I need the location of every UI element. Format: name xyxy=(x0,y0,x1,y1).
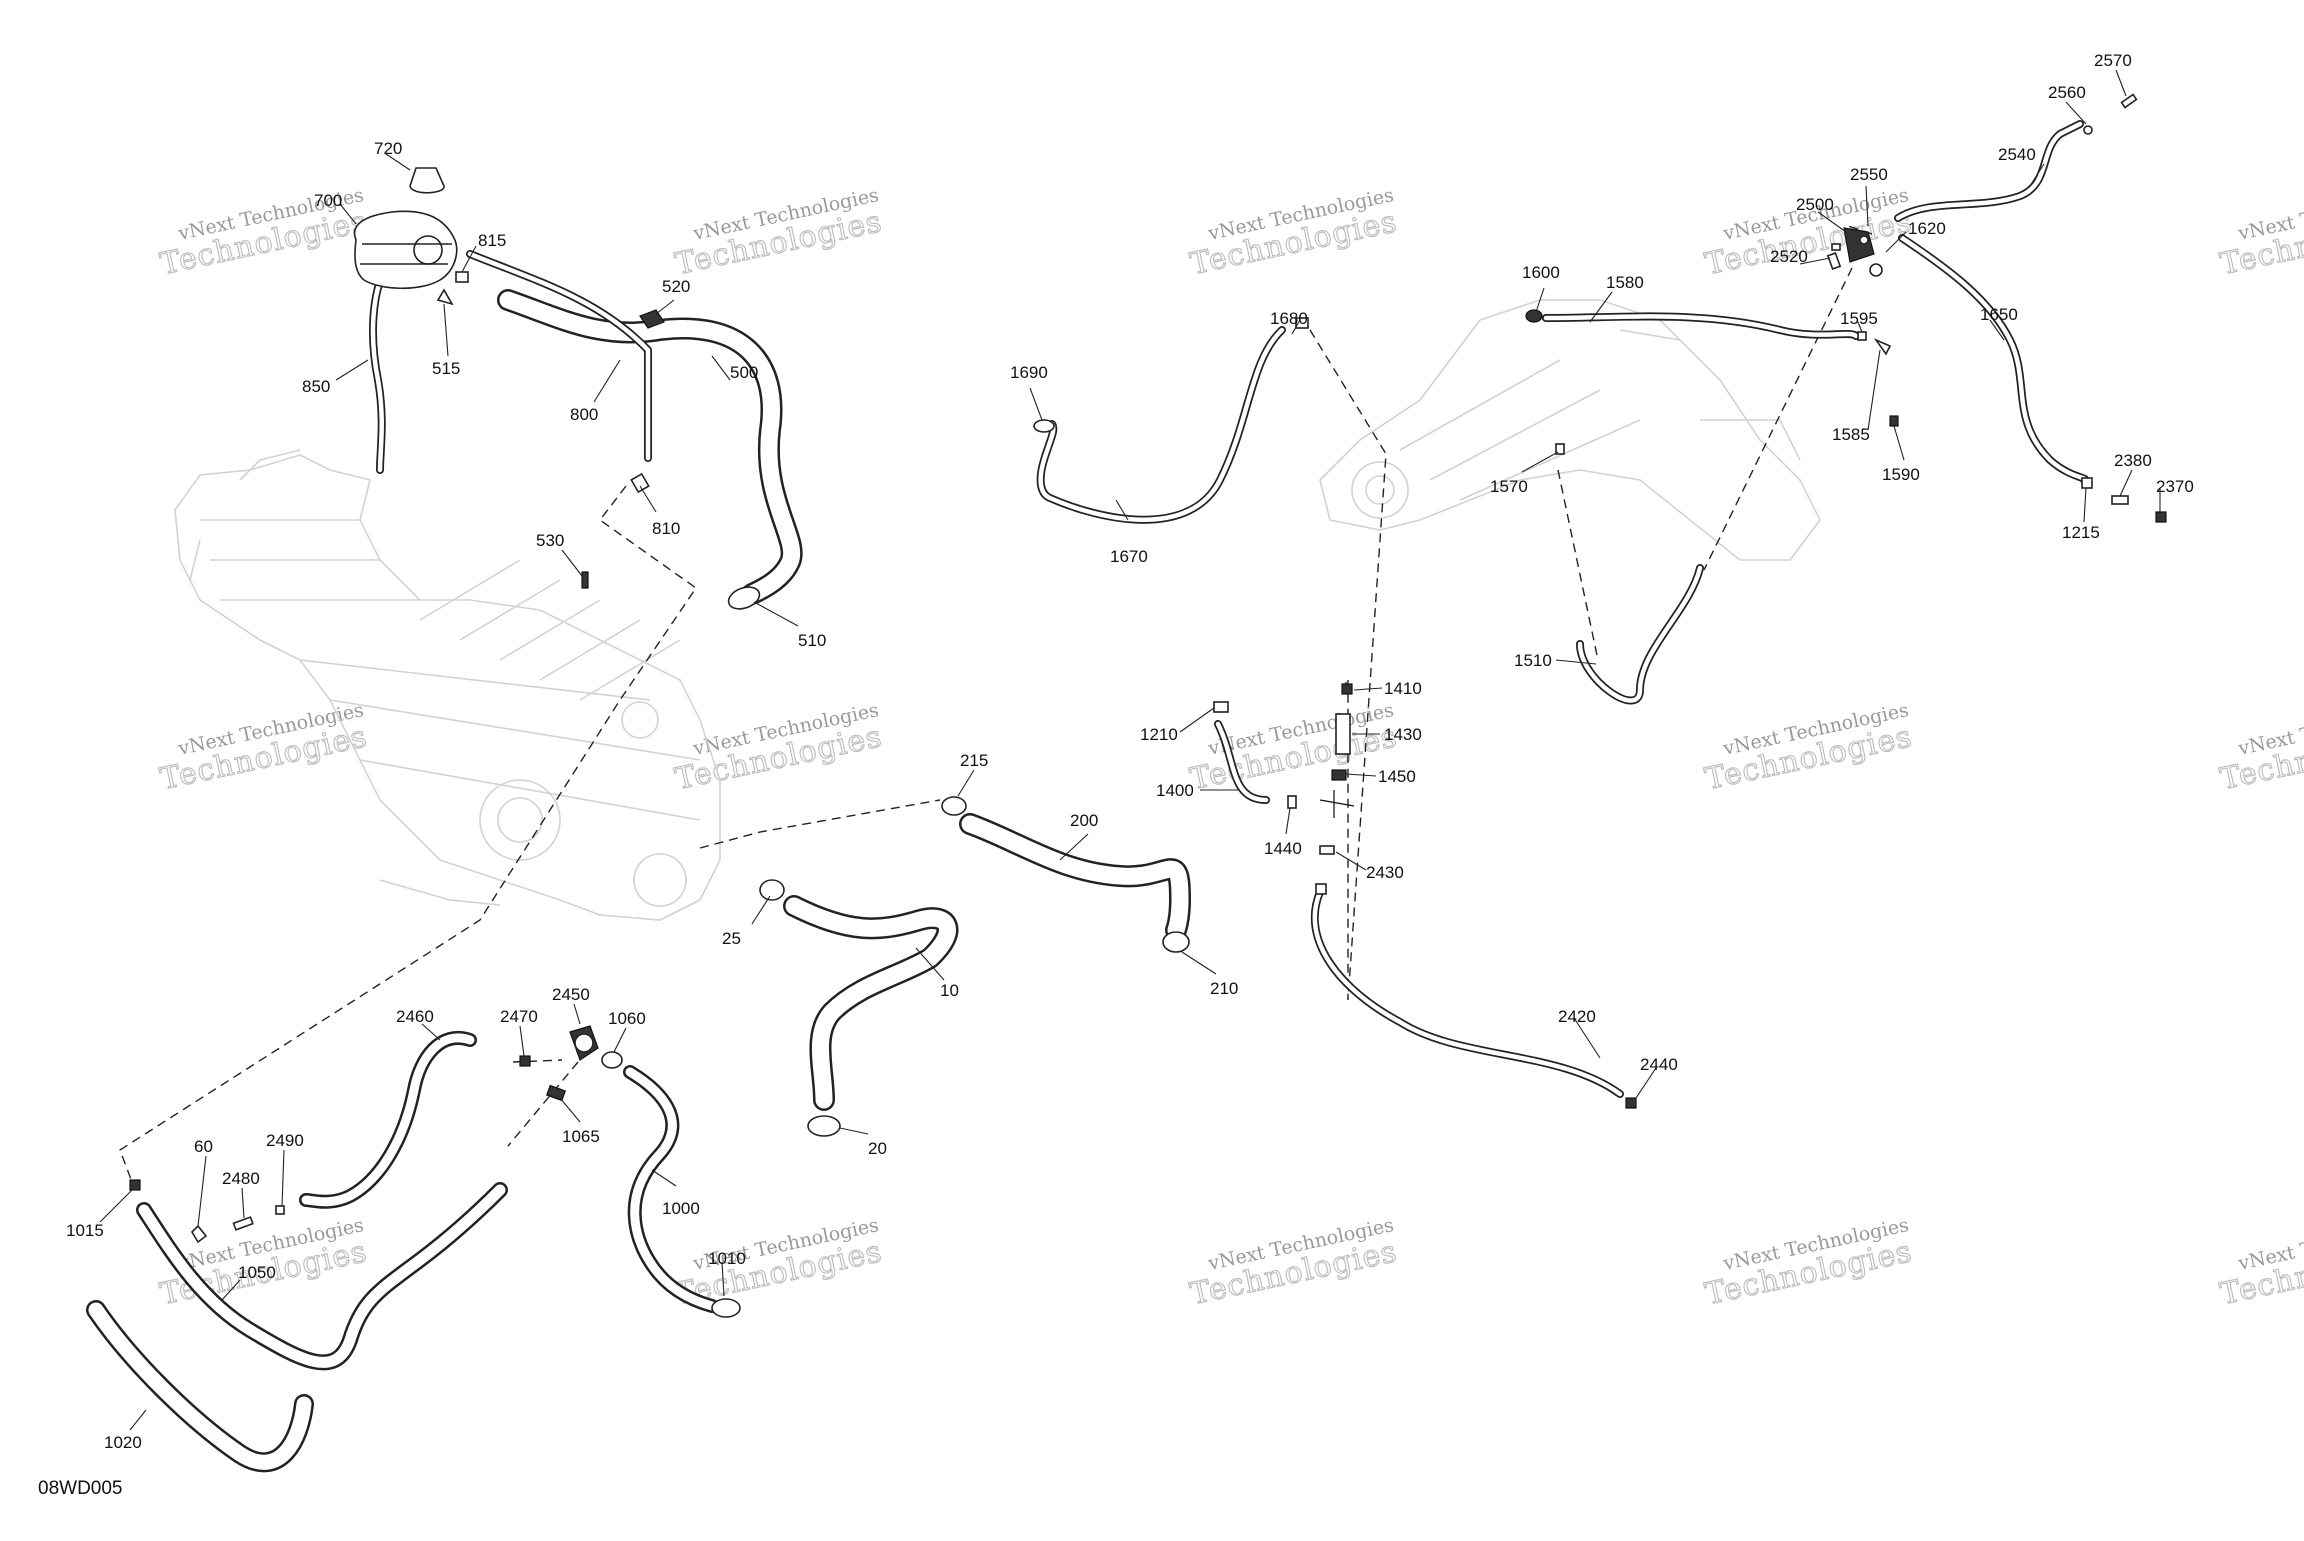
callout-1585: 1585 xyxy=(1832,425,1870,444)
callout-1050: 1050 xyxy=(238,1263,276,1282)
callout-2490: 2490 xyxy=(266,1131,304,1150)
callout-810: 810 xyxy=(652,519,680,538)
callout-2430: 2430 xyxy=(1366,863,1404,882)
callout-800: 800 xyxy=(570,405,598,424)
callout-2380: 2380 xyxy=(2114,451,2152,470)
callout-815: 815 xyxy=(478,231,506,250)
callout-215: 215 xyxy=(960,751,988,770)
callout-1690: 1690 xyxy=(1010,363,1048,382)
callout-60: 60 xyxy=(194,1137,213,1156)
callout-2500: 2500 xyxy=(1796,195,1834,214)
callout-2540: 2540 xyxy=(1998,145,2036,164)
callout-1215: 1215 xyxy=(2062,523,2100,542)
callout-1000: 1000 xyxy=(662,1199,700,1218)
callout-1450: 1450 xyxy=(1378,767,1416,786)
callout-520: 520 xyxy=(662,277,690,296)
callout-1620: 1620 xyxy=(1908,219,1946,238)
callout-530: 530 xyxy=(536,531,564,550)
callout-1680: 1680 xyxy=(1270,309,1308,328)
transmission-ghost-illustration xyxy=(1319,299,1821,561)
callout-1400: 1400 xyxy=(1156,781,1194,800)
callout-1670: 1670 xyxy=(1110,547,1148,566)
callout-1440: 1440 xyxy=(1264,839,1302,858)
callout-2460: 2460 xyxy=(396,1007,434,1026)
callout-2450: 2450 xyxy=(552,985,590,1004)
callout-500: 500 xyxy=(730,363,758,382)
callout-2520: 2520 xyxy=(1770,247,1808,266)
callout-1590: 1590 xyxy=(1882,465,1920,484)
engine-ghost-illustration xyxy=(174,449,721,921)
callout-720: 720 xyxy=(374,139,402,158)
callout-2550: 2550 xyxy=(1850,165,1888,184)
callout-1650: 1650 xyxy=(1980,305,2018,324)
callout-1010: 1010 xyxy=(708,1249,746,1268)
callout-2440: 2440 xyxy=(1640,1055,1678,1074)
components xyxy=(129,93,2167,1318)
callout-510: 510 xyxy=(798,631,826,650)
callout-700: 700 xyxy=(314,191,342,210)
callout-1600: 1600 xyxy=(1522,263,1560,282)
callout-1430: 1430 xyxy=(1384,725,1422,744)
callout-1210: 1210 xyxy=(1140,725,1178,744)
callout-labels: 720 700 815 515 850 520 500 800 810 530 … xyxy=(66,51,2194,1452)
callout-1510: 1510 xyxy=(1514,651,1552,670)
callout-10: 10 xyxy=(940,981,959,1000)
drawing-code: 08WD005 xyxy=(38,1478,123,1499)
callout-1065: 1065 xyxy=(562,1127,600,1146)
callout-2570: 2570 xyxy=(2094,51,2132,70)
callout-2560: 2560 xyxy=(2048,83,2086,102)
callout-1580: 1580 xyxy=(1606,273,1644,292)
callout-1410: 1410 xyxy=(1384,679,1422,698)
callout-2470: 2470 xyxy=(500,1007,538,1026)
callout-2420: 2420 xyxy=(1558,1007,1596,1026)
reservoir-cap xyxy=(409,167,445,194)
leader-lines xyxy=(99,69,2161,1431)
callout-25: 25 xyxy=(722,929,741,948)
callout-1020: 1020 xyxy=(104,1433,142,1452)
callout-210: 210 xyxy=(1210,979,1238,998)
callout-850: 850 xyxy=(302,377,330,396)
callout-1570: 1570 xyxy=(1490,477,1528,496)
coolant-reservoir xyxy=(353,210,458,290)
callout-1060: 1060 xyxy=(608,1009,646,1028)
callout-20: 20 xyxy=(868,1139,887,1158)
callout-2480: 2480 xyxy=(222,1169,260,1188)
callout-2370: 2370 xyxy=(2156,477,2194,496)
callout-200: 200 xyxy=(1070,811,1098,830)
connection-lines xyxy=(119,225,1873,1183)
hoses xyxy=(86,120,2090,1473)
callout-1595: 1595 xyxy=(1840,309,1878,328)
callout-515: 515 xyxy=(432,359,460,378)
callout-1015: 1015 xyxy=(66,1221,104,1240)
